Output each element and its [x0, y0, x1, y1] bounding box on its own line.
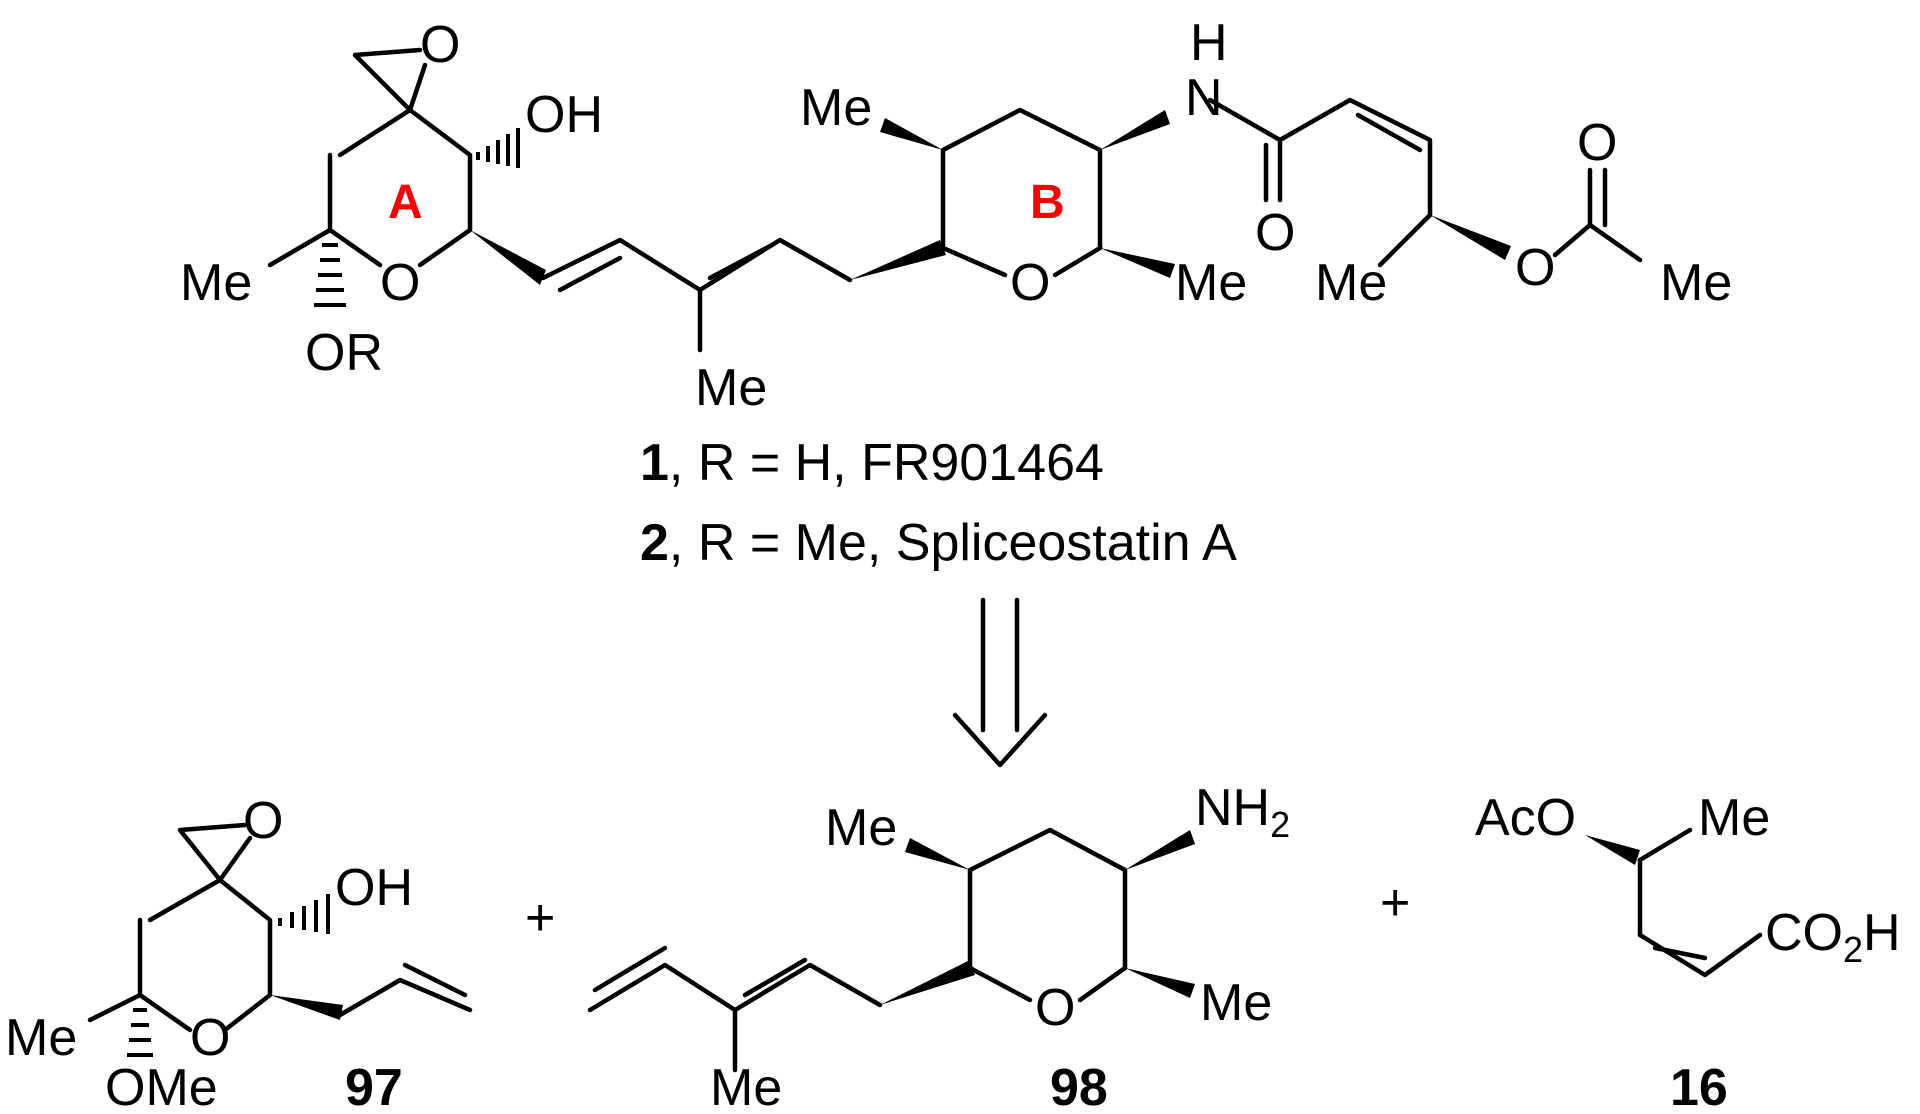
f98-ring-me2-label: Me — [1200, 974, 1272, 1032]
amide-n-label: N — [1185, 69, 1223, 127]
ester-carbonyl-o-label: O — [1577, 114, 1617, 172]
f16-me-label: Me — [1698, 789, 1770, 847]
plus-2: + — [1380, 874, 1410, 932]
compound-2-number: 2 — [640, 514, 669, 572]
ring-b-o-label: O — [1010, 254, 1050, 312]
or-label: OR — [305, 324, 383, 382]
caption-line-2: 2, R = Me, Spliceostatin A — [640, 514, 1237, 572]
ring-b — [880, 97, 1643, 278]
f97-ome-label: OMe — [105, 1059, 218, 1114]
ring-b-me2-label: Me — [1175, 254, 1247, 312]
ester-o-label: O — [1515, 239, 1555, 297]
oh-hash-bond — [476, 128, 520, 168]
caption-line-1: 1, R = H, FR901464 — [640, 434, 1104, 492]
side-me-label: Me — [1315, 254, 1387, 312]
fragment-97: O OH O Me OMe 97 — [5, 792, 473, 1114]
amide-o-label: O — [1255, 204, 1295, 262]
f98-nh2-label: NH2 — [1195, 779, 1290, 845]
f16-aco-label: AcO — [1475, 789, 1576, 847]
retrosynthetic-arrow — [952, 597, 1048, 768]
ring-b-label: B — [1030, 176, 1065, 229]
f97-ome-hash — [127, 1008, 153, 1057]
f98-ring-o-label: O — [1035, 979, 1075, 1037]
f16-co2h-label: CO2H — [1765, 904, 1901, 970]
diene-me-label: Me — [695, 359, 767, 417]
f16-number: 16 — [1670, 1059, 1728, 1114]
compound-1-number: 1 — [640, 434, 669, 492]
amide-h-label: H — [1190, 14, 1228, 72]
fragment-16: AcO Me CO2H 16 — [1475, 789, 1901, 1114]
acetyl-me-label: Me — [1660, 254, 1732, 312]
epoxide-o-label: O — [420, 16, 460, 74]
f97-me-label: Me — [5, 1009, 77, 1067]
oh-label: OH — [525, 86, 603, 144]
f97-oh-hash — [278, 894, 330, 934]
f97-epoxide-o-label: O — [243, 792, 283, 850]
compound-2-text: , R = Me, Spliceostatin A — [669, 514, 1237, 572]
f98-diene-me-label: Me — [710, 1059, 782, 1114]
caption: 1, R = H, FR901464 2, R = Me, Spliceosta… — [640, 434, 1237, 572]
ring-a-o-label: O — [380, 254, 420, 312]
f97-number: 97 — [345, 1059, 403, 1114]
f98-number: 98 — [1050, 1059, 1108, 1114]
ring-b-me-label: Me — [800, 79, 872, 137]
fragment-98: Me NH2 O Me Me 98 — [587, 779, 1290, 1114]
target-molecule: O OH A O Me OR Me Me B O Me H N O Me O O… — [180, 14, 1732, 417]
compound-1-text: , R = H, FR901464 — [669, 434, 1104, 492]
f98-ring-me-label: Me — [825, 799, 897, 857]
me-label: Me — [180, 254, 252, 312]
plus-1: + — [525, 889, 555, 947]
or-hash-bond — [314, 243, 346, 307]
f97-ring-o-label: O — [190, 1009, 230, 1067]
ring-a-label: A — [388, 176, 423, 229]
diene-linker — [540, 237, 946, 353]
f97-oh-label: OH — [335, 859, 413, 917]
ring-a — [267, 47, 546, 307]
